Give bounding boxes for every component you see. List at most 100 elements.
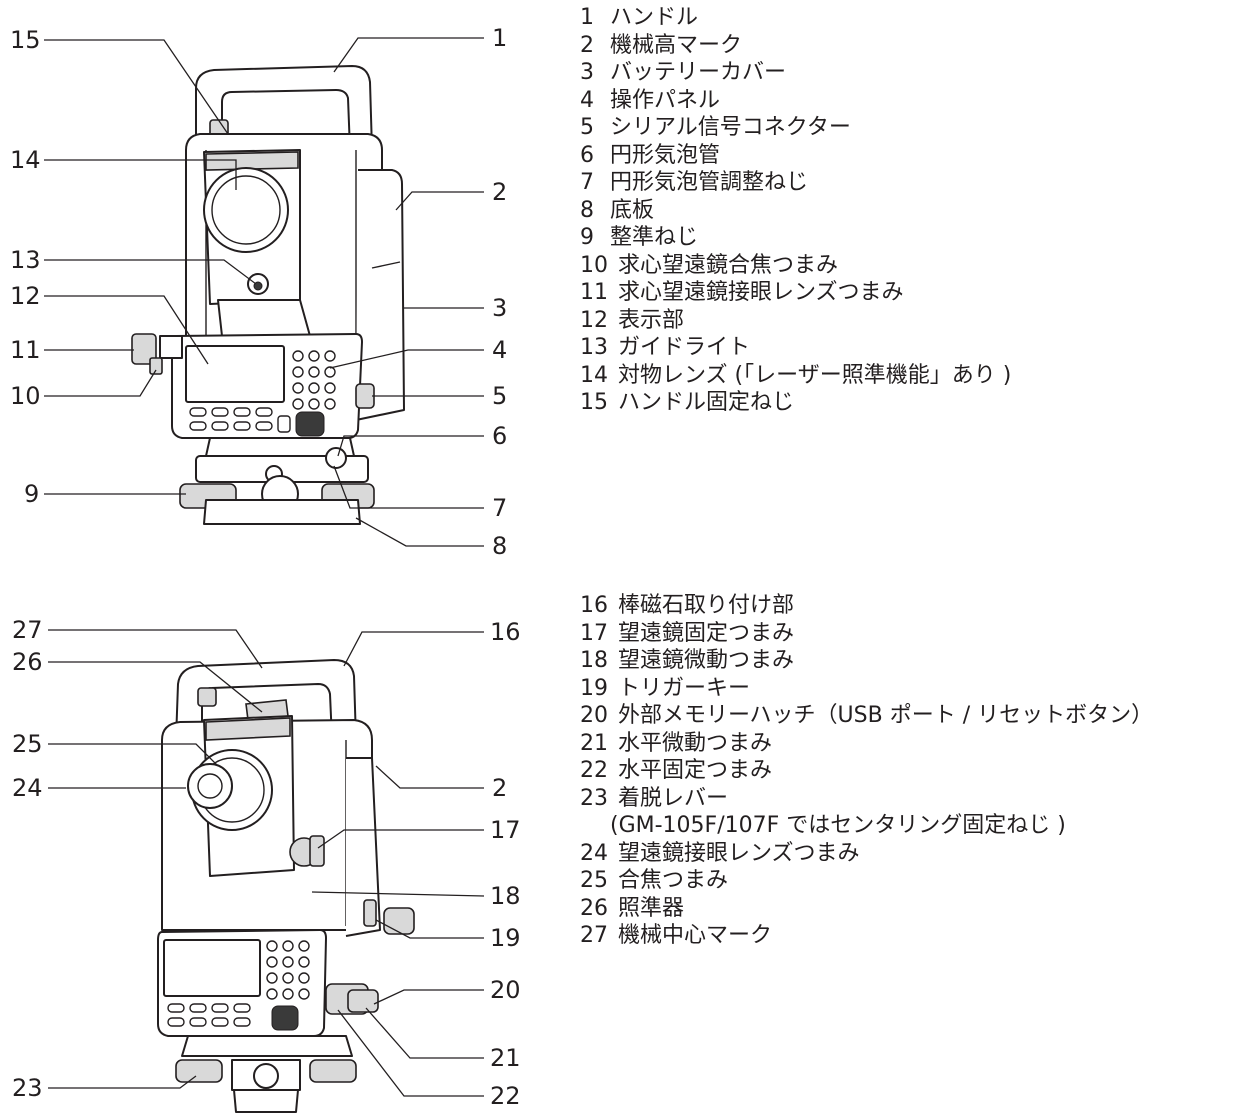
legend-item: 11 求心望遠鏡接眼レンズつまみ	[580, 279, 1011, 307]
legend-item: 2 機械高マーク	[580, 32, 1011, 60]
legend-text: ハンドル固定ねじ	[618, 390, 795, 415]
legend-text: ハンドル	[610, 5, 699, 30]
legend-item: 14 対物レンズ (「レーザー照準機能」あり )	[580, 362, 1011, 390]
legend-item: 12 表示部	[580, 307, 1011, 335]
legend-text: 望遠鏡微動つまみ	[618, 648, 795, 673]
callout-24: 24	[12, 774, 43, 802]
callout-3: 3	[492, 294, 507, 322]
legend-item: 17 望遠鏡固定つまみ	[580, 620, 1153, 648]
legend-number: 19	[580, 675, 608, 701]
legend-text: 表示部	[618, 307, 685, 333]
top-leader-lines	[44, 37, 484, 547]
callout-13: 13	[10, 246, 41, 274]
legend-text: 水平固定つまみ	[618, 758, 773, 783]
callout-26: 26	[12, 648, 43, 676]
legend-number: 9	[580, 225, 594, 250]
legend-text: 円形気泡管	[610, 142, 721, 168]
callout-4: 4	[492, 336, 507, 364]
legend-text: 機械高マーク	[610, 32, 743, 58]
legend-item: (GM-105F/107F ではセンタリング固定ねじ )	[580, 812, 1153, 840]
callout-8: 8	[492, 532, 507, 560]
legend-number: 8	[580, 197, 594, 223]
legend-number: 16	[580, 593, 608, 618]
callout-23: 23	[12, 1074, 43, 1102]
legend-text: トリガーキー	[618, 675, 751, 701]
legend-text: 着脱レバー	[618, 785, 729, 811]
legend-number: 7	[580, 170, 594, 195]
legend-text: ガイドライト	[618, 335, 751, 360]
legend-text: 望遠鏡接眼レンズつまみ	[618, 840, 860, 866]
legend-number: 5	[580, 115, 594, 140]
legend-number: 13	[580, 335, 608, 360]
legend-item: 27 機械中心マーク	[580, 922, 1153, 950]
callout-6: 6	[492, 422, 507, 450]
legend-number: 10	[580, 252, 608, 278]
callout-14: 14	[10, 146, 41, 174]
legend-item: 6 円形気泡管	[580, 142, 1011, 170]
legend-text: 底板	[610, 197, 655, 223]
bottom-callouts: 27 26 25 24 23 16 2 17 18 19 20 21 22	[12, 616, 521, 1110]
legend-text: 対物レンズ (「レーザー照準機能」あり )	[618, 362, 1012, 388]
top-callouts: 15 14 13 12 11 10 9 1 2 3 4 5 6 7 8	[10, 24, 507, 560]
legend-item: 8 底板	[580, 197, 1011, 225]
legend-item: 10 求心望遠鏡合焦つまみ	[580, 252, 1011, 280]
callout-9: 9	[24, 480, 39, 508]
legend-text: 求心望遠鏡接眼レンズつまみ	[618, 280, 904, 305]
legend-item: 15 ハンドル固定ねじ	[580, 389, 1011, 417]
callout-19: 19	[490, 924, 521, 952]
legend-number: 27	[580, 923, 608, 948]
callout-2b: 2	[492, 774, 507, 802]
legend-number: 25	[580, 868, 608, 893]
legend-item: 24 望遠鏡接眼レンズつまみ	[580, 840, 1153, 868]
legend-text: 求心望遠鏡合焦つまみ	[618, 252, 839, 278]
legend-text: 操作パネル	[610, 87, 721, 113]
callout-11: 11	[10, 336, 41, 364]
legend-text: バッテリーカバー	[610, 60, 787, 85]
legend-text: 外部メモリーハッチ（USB ポート / リセットボタン）	[618, 703, 1154, 728]
callout-5: 5	[492, 382, 507, 410]
legend-text: 照準器	[618, 895, 685, 921]
legend-number: 12	[580, 307, 608, 333]
callout-27: 27	[12, 616, 43, 644]
legend-number: 2	[580, 32, 594, 58]
legend-item: 22 水平固定つまみ	[580, 757, 1153, 785]
legend-number: 24	[580, 840, 608, 866]
callout-1: 1	[492, 24, 507, 52]
callout-17: 17	[490, 816, 521, 844]
legend-text: (GM-105F/107F ではセンタリング固定ねじ )	[610, 813, 1066, 838]
top-instrument-drawing	[131, 65, 405, 525]
legend-number: 3	[580, 60, 594, 85]
legend-number: 11	[580, 280, 608, 305]
legend-text: 円形気泡管調整ねじ	[610, 170, 809, 195]
callout-20: 20	[490, 976, 521, 1004]
legend-item: 7 円形気泡管調整ねじ	[580, 169, 1011, 197]
keypad	[189, 350, 336, 437]
legend-number: 22	[580, 758, 608, 783]
callout-16: 16	[490, 618, 521, 646]
legend-number: 6	[580, 142, 594, 168]
legend-number: 15	[580, 390, 608, 415]
legend-number: 17	[580, 620, 608, 646]
callout-21: 21	[490, 1044, 521, 1072]
callout-18: 18	[490, 882, 521, 910]
legend-text: 合焦つまみ	[618, 868, 729, 893]
legend-item: 3 バッテリーカバー	[580, 59, 1011, 87]
legend-text: 機械中心マーク	[618, 923, 773, 948]
legend-text: 棒磁石取り付け部	[618, 593, 795, 618]
legend-item: 16 棒磁石取り付け部	[580, 592, 1153, 620]
callout-7: 7	[492, 494, 507, 522]
legend-item: 19 トリガーキー	[580, 675, 1153, 703]
legend-number: 21	[580, 730, 608, 756]
legend-number: 23	[580, 785, 608, 811]
legend-text: 望遠鏡固定つまみ	[618, 620, 795, 646]
legend-item: 25 合焦つまみ	[580, 867, 1153, 895]
legend-number: 14	[580, 362, 608, 388]
bottom-leader-lines	[48, 629, 485, 1097]
bottom-instrument-drawing	[157, 659, 415, 1113]
